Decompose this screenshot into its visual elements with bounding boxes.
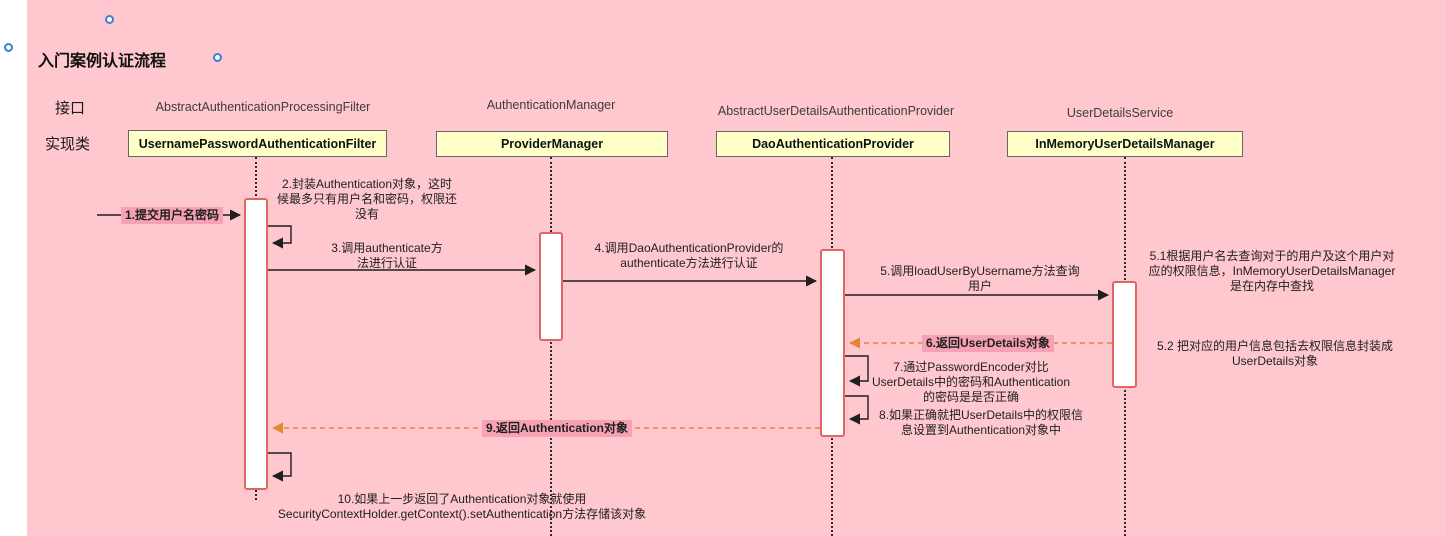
class-box-username-password-filter: UsernamePasswordAuthenticationFilter [128,130,387,157]
page-title: 入门案例认证流程 [38,53,167,70]
message-label-10: 10.如果上一步返回了Authentication对象就使用SecurityCo… [277,492,647,521]
interface-label-authentication-manager: AuthenticationManager [486,98,616,112]
message-label-2: 2.封装Authentication对象，这时候最多只有用户名和密码，权限还没有 [277,177,458,221]
self-call-arrow-2 [268,225,292,249]
message-label-5-2: 5.2 把对应的用户信息包括去权限信息封装成UserDetails对象 [1156,339,1394,368]
interface-label-processing-filter: AbstractAuthenticationProcessingFilter [155,100,371,114]
row-label-implementation: 实现类 [45,136,91,153]
interface-label-userdetails-service: UserDetailsService [1066,106,1174,120]
row-label-interface: 接口 [55,100,86,117]
class-box-inmemory-userdetails-manager: InMemoryUserDetailsManager [1007,131,1243,157]
activation-bar-provider-manager [539,232,563,341]
anchor-dot [105,15,114,24]
activation-bar-inmemory-manager [1112,281,1137,388]
message-label-9: 9.返回Authentication对象 [482,420,633,437]
left-margin [0,0,27,536]
message-label-5-1: 5.1根据用户名去查询对于的用户及这个用户对应的权限信息，InMemoryUse… [1148,249,1396,293]
class-box-dao-authentication-provider: DaoAuthenticationProvider [716,131,950,157]
message-label-1: 1.提交用户名密码 [121,207,224,224]
activation-bar-dao-provider [820,249,845,437]
anchor-dot [4,43,13,52]
message-label-8: 8.如果正确就把UserDetails中的权限信息设置到Authenticati… [878,408,1084,437]
message-label-3: 3.调用authenticate方法进行认证 [331,241,443,270]
anchor-dot [213,53,222,62]
lifeline-provider-manager [550,157,552,536]
class-box-provider-manager: ProviderManager [436,131,668,157]
self-call-arrow-8 [845,395,869,425]
message-label-4: 4.调用DaoAuthenticationProvider的authentica… [594,241,784,270]
activation-bar-filter [244,198,268,490]
self-call-arrow-10 [268,452,292,482]
message-label-7: 7.通过PasswordEncoder对比UserDetails中的密码和Aut… [871,360,1071,404]
message-label-6: 6.返回UserDetails对象 [922,335,1055,352]
interface-label-userdetails-provider: AbstractUserDetailsAuthenticationProvide… [717,104,955,118]
self-call-arrow-7 [845,355,869,387]
message-label-5: 5.调用loadUserByUsername方法查询用户 [880,264,1080,293]
